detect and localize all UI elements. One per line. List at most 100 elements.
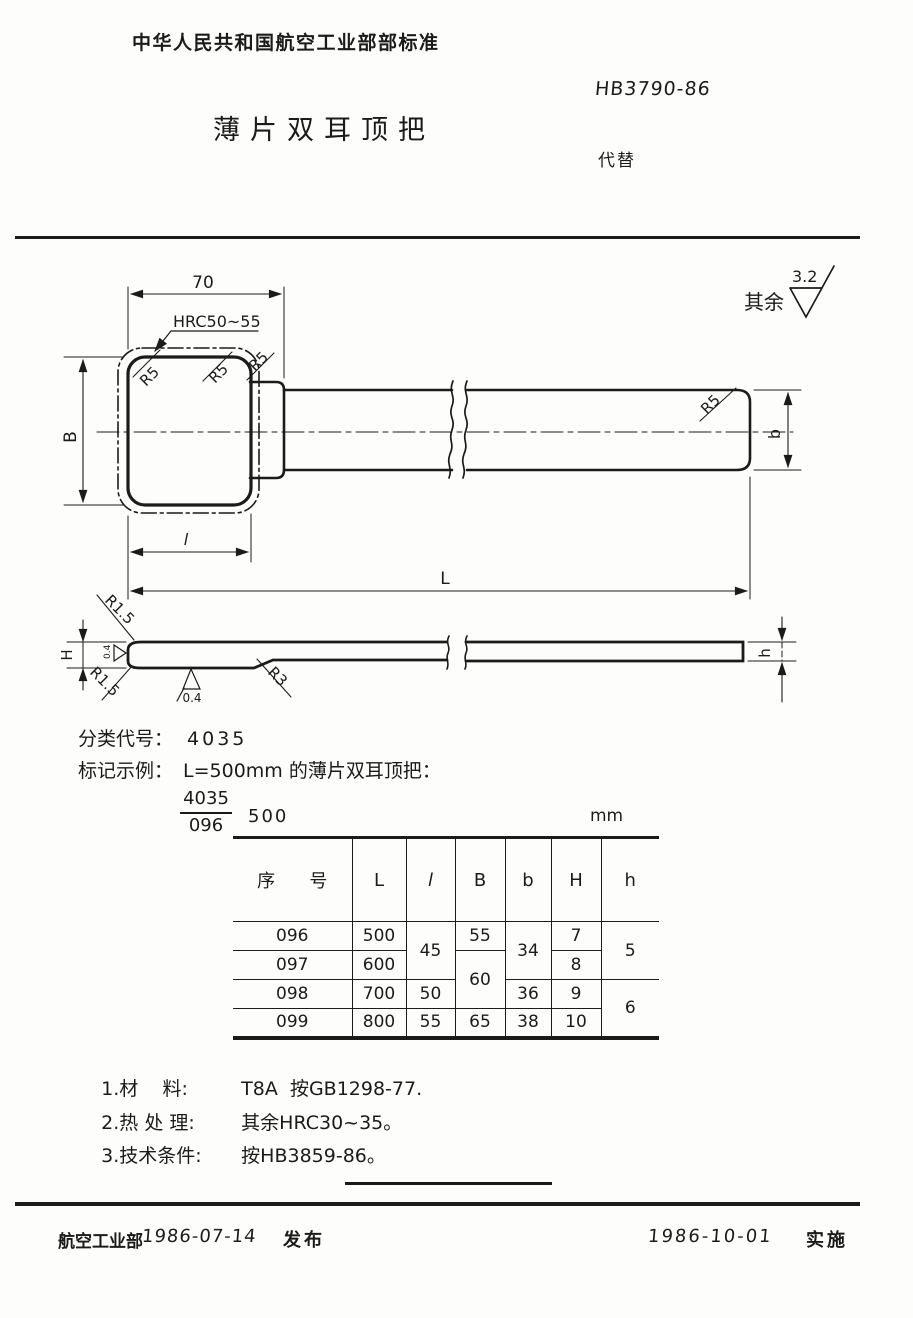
- shaft-left-outline: [282, 388, 454, 472]
- designation-fraction: 4035 096: [180, 788, 232, 837]
- table-row: 099 800 55 65 38 10: [233, 1008, 659, 1038]
- dimension-table: 序 号 L l B b H h 096 500 45 55 34 7 5 097: [233, 836, 659, 1040]
- surface-finish-icon: [789, 265, 835, 319]
- col-header-h: h: [600, 837, 659, 922]
- r5-leader-1: [132, 349, 161, 378]
- page-title: 薄片双耳顶把: [213, 115, 435, 146]
- drawing-linework: [63, 265, 835, 703]
- dim-h-extensions: [747, 641, 797, 662]
- marking-example-line: 标记示例： L=500mm 的薄片双耳顶把：: [78, 756, 441, 783]
- table-cell: 34: [504, 921, 551, 980]
- footer-issuer: 航空工业部: [58, 1232, 143, 1252]
- dim-l-label: l: [184, 530, 189, 549]
- side-break-line-left: [446, 635, 450, 670]
- classification-label: 分类代号：: [78, 728, 174, 750]
- surface-value-label: 3.2: [792, 267, 817, 286]
- side-view-right-outline: [464, 640, 745, 663]
- table-unit-label: mm: [590, 806, 624, 826]
- footer-divider: [15, 1202, 860, 1206]
- note-heat-treatment-text: 其余HRC30~35。: [241, 1112, 403, 1134]
- marking-example-label: 标记示例：: [78, 760, 174, 782]
- note-heat-treatment-label: 2.热 处 理:: [101, 1112, 195, 1134]
- dim-H-extensions: [66, 641, 127, 669]
- footer-issue-date: 1986-07-14: [141, 1226, 258, 1247]
- r5-label-2: R5: [205, 360, 232, 387]
- r5-leader-2: [202, 351, 233, 382]
- dim-B-label: B: [61, 431, 81, 443]
- col-header-b: b: [504, 837, 551, 922]
- col-header-B: B: [454, 837, 505, 922]
- classification-code: 4035: [187, 728, 248, 750]
- dim-B-extensions: [63, 356, 125, 506]
- table-cell: 500: [351, 921, 406, 951]
- col-header-H: H: [550, 837, 601, 922]
- table-cell: 800: [351, 1008, 406, 1038]
- table-cell: 099: [233, 1008, 352, 1038]
- designation-size: 500: [248, 806, 289, 827]
- col-header-L: L: [351, 837, 406, 922]
- table-row: 096 500 45 55 34 7 5: [233, 921, 659, 980]
- collar-outline: [248, 380, 286, 480]
- col-header-no: 序 号: [233, 837, 352, 922]
- table-cell: 8: [550, 950, 601, 980]
- footer-effective-label: 实施: [806, 1230, 848, 1251]
- pre-footer-divider: [345, 1182, 552, 1185]
- table-cell: 098: [233, 979, 352, 1009]
- table-header-row: 序 号 L l B b H h: [233, 837, 659, 922]
- roughness-bottom-icon: [176, 667, 201, 702]
- side-view-left-outline: [126, 640, 449, 670]
- table-row: 098 700 50 36 9 6: [233, 979, 659, 1038]
- r5-leader-3: [246, 352, 275, 381]
- note-technical-conditions-text: 按HB3859-86。: [241, 1145, 386, 1167]
- dim-70-extensions: [127, 286, 285, 379]
- table-cell: 10: [550, 1008, 601, 1038]
- hardness-label: HRC50~55: [173, 312, 261, 331]
- note-heat-treatment: 2.热 处 理: 其余HRC30~35。: [77, 1086, 402, 1157]
- table-cell: 600: [351, 950, 406, 980]
- note-technical-conditions: 3.技术条件: 按HB3859-86。: [77, 1119, 386, 1190]
- table-cell: 6: [600, 979, 659, 1038]
- table-cell: 5: [600, 921, 659, 980]
- head-outline: [126, 355, 253, 507]
- r15-leader-top: [96, 594, 135, 641]
- note-material-text: T8A 按GB1298-77.: [241, 1078, 423, 1100]
- note-technical-conditions-label: 3.技术条件:: [101, 1145, 202, 1167]
- side-break-line-right: [464, 635, 468, 670]
- table-cell: 9: [550, 979, 601, 1009]
- note-material: 1.材 料: T8A 按GB1298-77.: [77, 1052, 422, 1123]
- dim-h-label: h: [756, 648, 774, 658]
- dim-b-label: b: [765, 429, 784, 439]
- r5-label-4: R5: [697, 391, 724, 418]
- ministry-standard-heading: 中华人民共和国航空工业部部标准: [132, 32, 440, 54]
- marking-example-text: L=500mm 的薄片双耳顶把：: [183, 760, 441, 782]
- table-cell: 096: [233, 921, 352, 951]
- hardness-leader: [154, 330, 172, 352]
- table-cell: 700: [351, 979, 406, 1009]
- r5-leader-4: [699, 387, 737, 422]
- col-header-l: l: [405, 837, 455, 922]
- table-cell: 36: [504, 979, 551, 1009]
- roughness-left-value: 0.4: [103, 644, 113, 659]
- note-material-label: 1.材 料:: [101, 1078, 188, 1100]
- header-divider: [15, 236, 860, 239]
- table-row: 097 600 60 8: [233, 950, 659, 1009]
- roughness-left-face-icon: [113, 643, 128, 663]
- table-cell: 38: [504, 1008, 551, 1038]
- standard-number: HB3790-86: [594, 78, 712, 100]
- surface-scope-label: 其余: [744, 290, 784, 314]
- table-cell: 45: [405, 921, 455, 980]
- dim-H-label: H: [58, 649, 76, 660]
- dim-70-label: 70: [192, 273, 214, 293]
- dim-b-extensions: [753, 389, 802, 471]
- shaft-break-line-right: [461, 380, 468, 479]
- r15-label-bottom: R1.5: [86, 663, 123, 700]
- table-cell: 65: [454, 1008, 505, 1038]
- r3-leader: [256, 658, 292, 698]
- dim-l-extensions: [127, 513, 252, 600]
- table-cell: 60: [454, 950, 505, 1009]
- designation-denominator: 096: [188, 814, 224, 836]
- table-cell: 50: [405, 979, 455, 1009]
- r3-label: R3: [264, 663, 291, 690]
- shaft-right-outline: [465, 388, 752, 472]
- table-cell: 55: [454, 921, 505, 951]
